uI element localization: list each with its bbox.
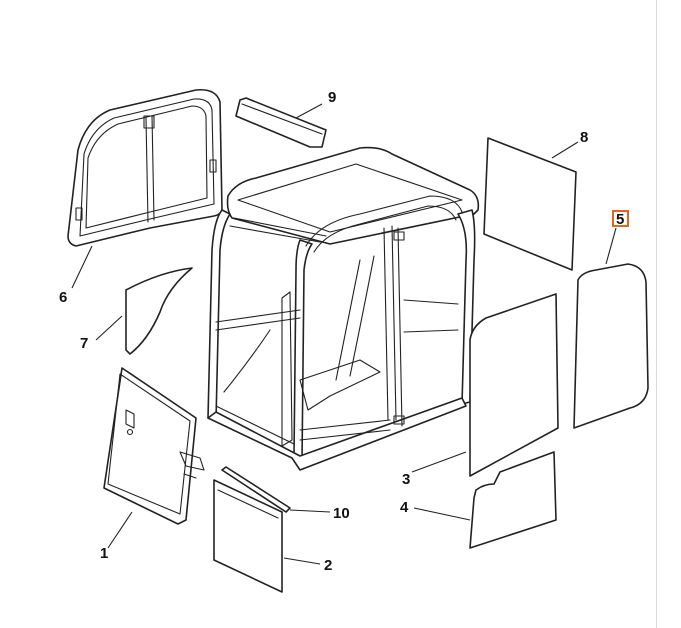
part-6-sliding-window[interactable]	[67, 88, 223, 247]
callout-7: 7	[80, 335, 88, 352]
page-right-border	[656, 0, 657, 628]
part-9-roof-glass[interactable]	[235, 97, 327, 148]
part-3-front-upper-glass[interactable]	[469, 293, 559, 477]
callout-5: 5	[616, 211, 624, 228]
callout-1: 1	[100, 545, 108, 562]
part-10-strip[interactable]	[221, 466, 291, 513]
callout-6: 6	[59, 289, 67, 306]
callout-2: 2	[324, 557, 332, 574]
callout-3: 3	[402, 471, 410, 488]
part-2-lower-front-glass[interactable]	[213, 479, 283, 593]
callout-9: 9	[328, 89, 336, 106]
part-7-lower-side-glass[interactable]	[125, 267, 193, 355]
callout-4: 4	[400, 499, 409, 516]
part-5-right-side-glass[interactable]	[573, 263, 649, 429]
part-4-front-lower-glass[interactable]	[469, 451, 557, 549]
callout-5-highlight	[612, 210, 629, 227]
part-8-rear-glass[interactable]	[483, 137, 577, 271]
callout-labels: 9 8 5 6 7 1 10 2 3 4	[59, 89, 629, 574]
cab-frame	[207, 146, 480, 471]
callout-10: 10	[333, 505, 350, 522]
part-1-door[interactable]	[103, 367, 205, 525]
leader-lines	[71, 103, 617, 565]
callout-8: 8	[580, 129, 588, 146]
